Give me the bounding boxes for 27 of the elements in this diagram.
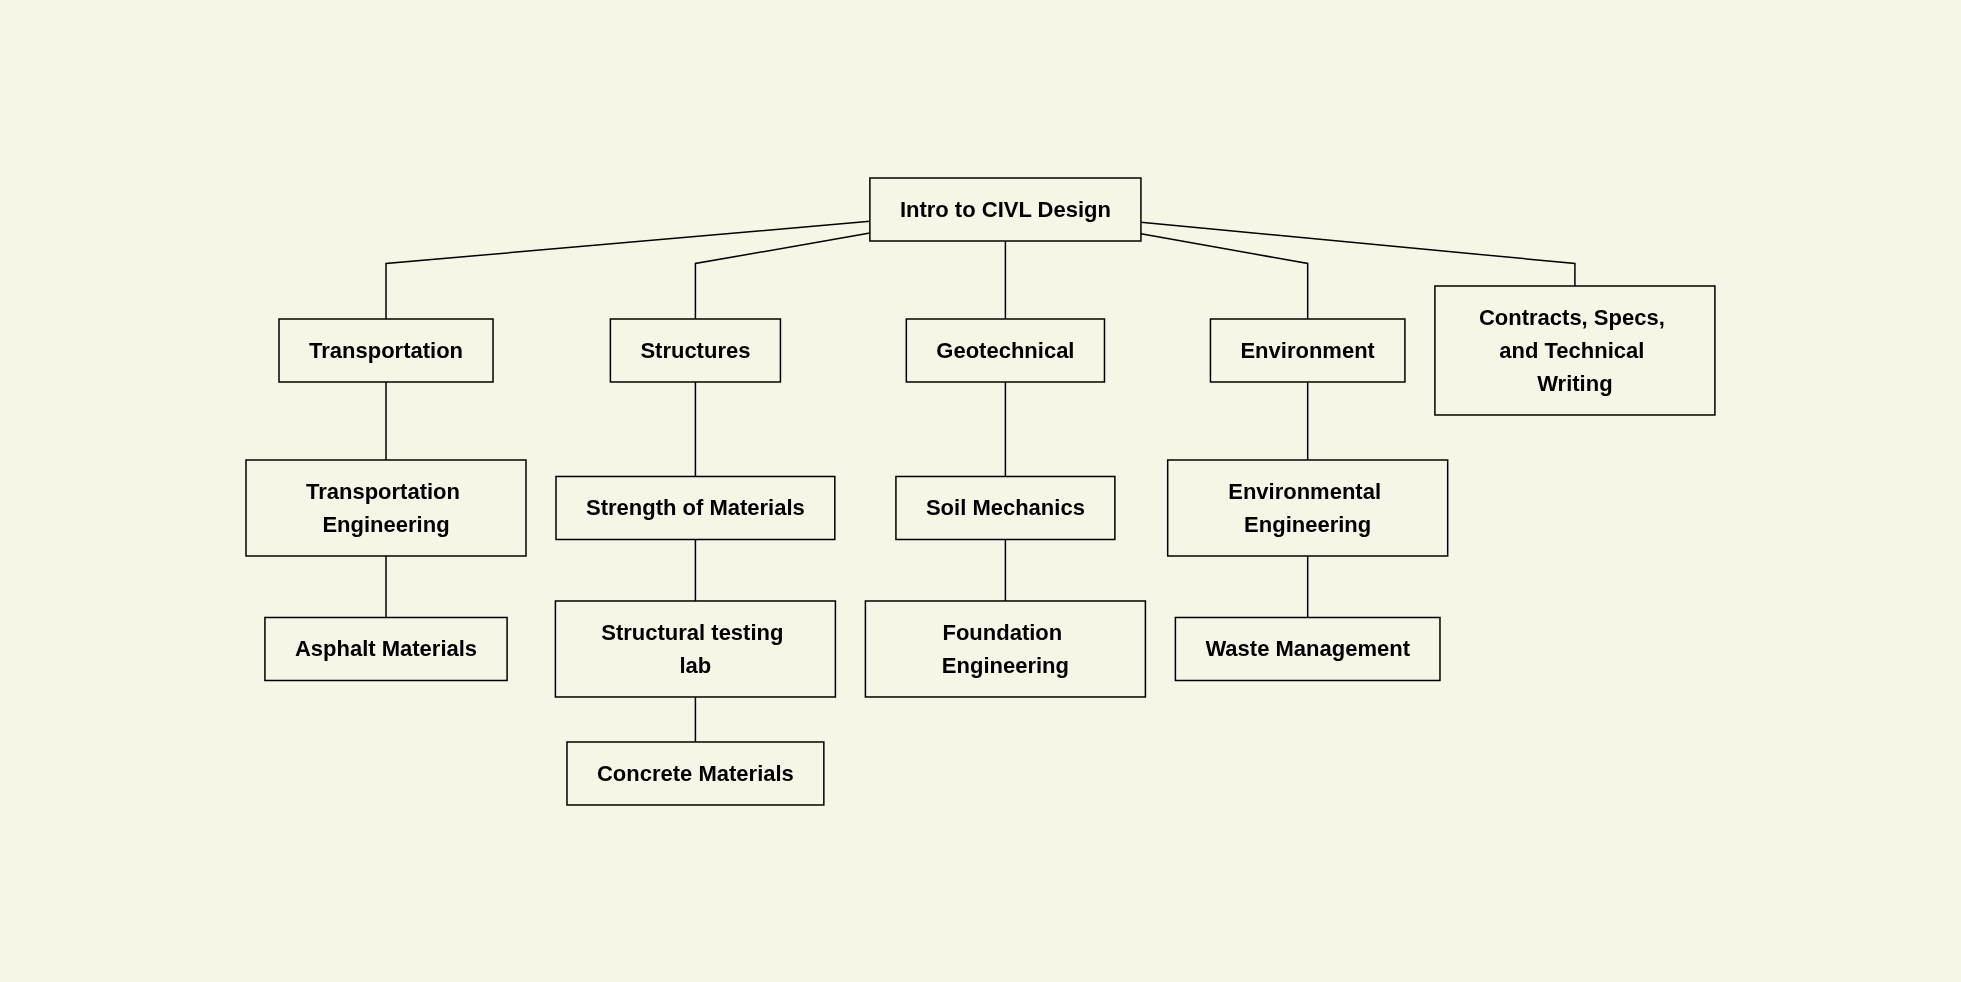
node-box: Waste Management <box>1174 616 1441 681</box>
node-box: Concrete Materials <box>566 740 825 806</box>
connector <box>1306 380 1309 461</box>
node-box: Environment <box>1209 317 1406 383</box>
connector <box>1140 221 1576 287</box>
node-box: Structural testing lab <box>554 599 837 698</box>
connector <box>385 380 387 461</box>
node-box: Environmental Engineering <box>1166 458 1449 557</box>
node-box: Geotechnical <box>905 317 1106 383</box>
connector <box>1306 554 1309 618</box>
node-box: Transportation <box>278 317 494 383</box>
connector <box>694 695 697 743</box>
connector <box>385 554 387 618</box>
connector <box>1140 232 1309 320</box>
node-box: Contracts, Specs, and Technical Writing <box>1434 284 1716 416</box>
node-box: Intro to CIVL Design <box>869 176 1142 242</box>
connector <box>1004 538 1007 602</box>
node-box: Strength of Materials <box>555 475 836 540</box>
connector <box>1004 239 1007 320</box>
node-box: Asphalt Materials <box>264 616 508 681</box>
connector <box>694 380 697 477</box>
connector <box>694 538 697 602</box>
node-box: Foundation Engineering <box>864 599 1147 698</box>
node-box: Structures <box>609 317 782 383</box>
node-box: Transportation Engineering <box>245 458 527 557</box>
connector <box>1004 380 1007 477</box>
node-box: Soil Mechanics <box>895 475 1116 540</box>
